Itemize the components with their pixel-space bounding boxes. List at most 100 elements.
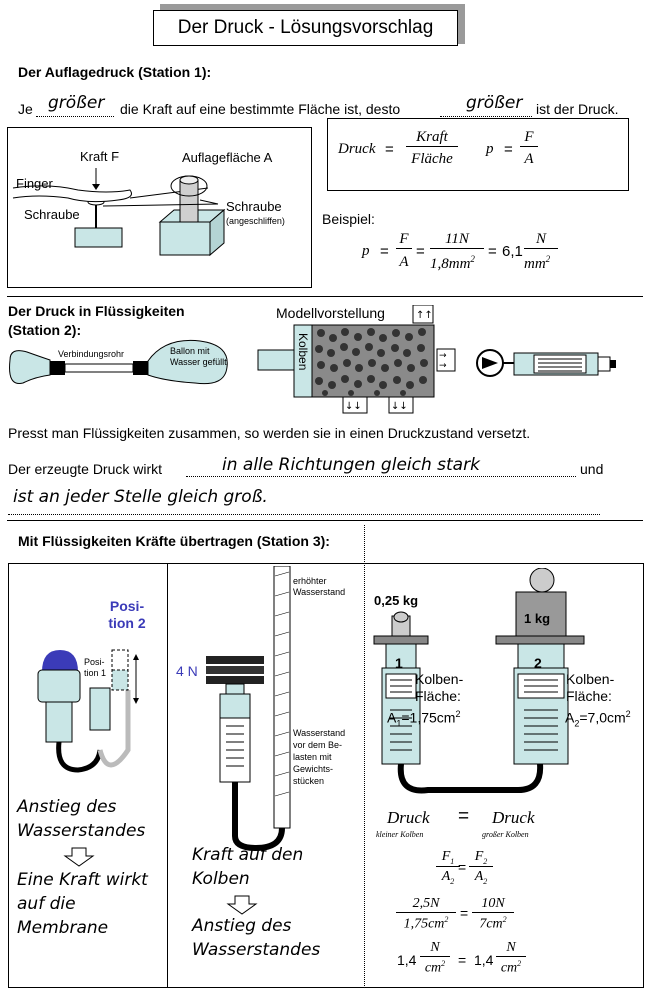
station1-diagram: Kraft F Finger Schraube Auflagefläche A … xyxy=(7,127,312,288)
text-kraft-kolben: Kraft auf den Kolben xyxy=(192,845,304,889)
page-title: Der Druck - Lösungsvorschlag xyxy=(153,10,458,46)
svg-text:→: → xyxy=(439,351,447,361)
s1-je: Je xyxy=(18,101,33,117)
svg-text:↑↑: ↑↑ xyxy=(416,310,433,321)
station2-heading-2: (Station 2): xyxy=(8,322,82,338)
eq-druck-1: Druck xyxy=(387,808,430,827)
screw-illustration xyxy=(12,168,226,257)
blank-line xyxy=(36,116,114,117)
label-ballon: Ballon mit Wasser gefüllt xyxy=(170,346,227,367)
syringe-illustration xyxy=(476,349,616,377)
label-1kg: 1 kg xyxy=(524,611,551,626)
station3-box xyxy=(8,563,644,988)
svg-text:→: → xyxy=(439,361,447,371)
column-divider xyxy=(167,563,168,988)
eq-r1d: 1,75cm2 xyxy=(403,915,449,932)
blank-line xyxy=(8,514,600,515)
label-schraube: Schraube xyxy=(24,207,80,222)
eq-equals-3: = xyxy=(460,905,469,921)
hydraulic-press-illustration xyxy=(373,568,585,794)
ex-num: 11N xyxy=(430,231,484,249)
divider xyxy=(7,296,643,297)
beispiel-label: Beispiel: xyxy=(322,211,375,227)
formula-F: F xyxy=(520,129,538,147)
eq-a2: A2 xyxy=(474,869,488,886)
label-kleiner-kolben: kleiner Kolben xyxy=(376,830,424,839)
formula-eq-2: = xyxy=(504,141,513,158)
formula-eq: = xyxy=(385,141,394,158)
label-auflageflaeche: Auflagefläche A xyxy=(182,150,273,165)
label-position-1: Posi- tion 1 xyxy=(84,657,107,678)
station1-heading: Der Auflagedruck (Station 1): xyxy=(18,64,212,80)
s2-line2a: Der erzeugte Druck wirkt xyxy=(8,461,163,477)
eq-res2-n: N xyxy=(496,940,526,957)
ex-den: 1,8mm2 xyxy=(430,254,475,272)
formula-p: p xyxy=(486,141,494,157)
label-wasserstand-vor: Wasserstand vor dem Be- lasten mit Gewic… xyxy=(293,728,346,786)
divider xyxy=(7,520,643,521)
eq-res1: 1,4 xyxy=(397,952,417,968)
ex-p: p xyxy=(362,243,370,259)
label-piston-1: 1 xyxy=(395,655,403,671)
membrane-illustration xyxy=(37,649,139,773)
label-a2-value: A2=7,0cm2 xyxy=(565,709,631,729)
label-modellvorstellung: Modellvorstellung xyxy=(276,305,385,321)
formula-flaeche: Fläche xyxy=(411,151,453,167)
text-anstieg-2: Anstieg des Wasserstandes xyxy=(192,916,321,960)
eq-r2d: 7cm2 xyxy=(479,915,507,932)
label-kolben-vertical: Kolben xyxy=(296,333,310,371)
answer-groesser-2: größer xyxy=(466,93,523,113)
text-kraft-membrane: Eine Kraft wirkt auf die Membrane xyxy=(17,870,148,938)
s1-mid-text: die Kraft auf eine bestimmte Fläche ist,… xyxy=(120,101,401,117)
ex-mm: mm2 xyxy=(524,254,551,272)
blank-line xyxy=(440,116,532,117)
label-verbindungsrohr: Verbindungsrohr xyxy=(58,349,125,359)
eq-a1: A2 xyxy=(441,869,455,886)
column-divider-dotted xyxy=(364,525,365,988)
label-kolbenflaeche-2: Kolben- Fläche: xyxy=(566,671,615,704)
piston-model-illustration: ↑↑ → → ↓↓ ↓↓ xyxy=(257,305,456,414)
ex-F: F xyxy=(396,231,412,249)
blank-line xyxy=(186,476,576,477)
label-025kg: 0,25 kg xyxy=(374,593,419,608)
eq-druck-2: Druck xyxy=(492,808,535,827)
ex-N: N xyxy=(524,231,558,249)
label-schraube-2: Schraube xyxy=(226,199,282,214)
answer-richtungen: in alle Richtungen gleich stark xyxy=(222,455,480,475)
eq-res1-cm: cm2 xyxy=(424,959,446,976)
s1-end-text: ist der Druck. xyxy=(536,101,619,117)
eq-r1n: 2,5N xyxy=(396,896,456,913)
label-kraft: Kraft F xyxy=(80,149,120,164)
eq-equals-4: = xyxy=(458,952,467,968)
formula-box: Druck = Kraft Fläche p = F A xyxy=(327,118,629,191)
label-grosser-kolben: großer Kolben xyxy=(482,830,529,839)
formula-kraft: Kraft xyxy=(406,129,458,147)
svg-text:↓↓: ↓↓ xyxy=(391,401,408,412)
station3-heading: Mit Flüssigkeiten Kräfte übertragen (Sta… xyxy=(18,533,330,549)
label-a1-value: A1=1,75cm2 xyxy=(387,709,461,729)
eq-f2: F2 xyxy=(469,849,493,867)
text-anstieg-1: Anstieg des Wasserstandes xyxy=(17,797,146,841)
s2-line1: Presst man Flüssigkeiten zusammen, so we… xyxy=(8,425,531,441)
ex-result: 6,1 xyxy=(502,243,523,260)
label-erhoehter-wasserstand: erhöhter Wasserstand xyxy=(293,576,346,597)
down-arrow-icon xyxy=(63,847,95,867)
label-position-2: Posi- tion 2 xyxy=(108,598,146,631)
label-finger: Finger xyxy=(16,176,53,191)
s2-und: und xyxy=(580,461,604,477)
eq-res1-n: N xyxy=(420,940,450,957)
eq-r2n: 10N xyxy=(472,896,514,913)
answer-groesser-1: größer xyxy=(48,93,105,113)
ex-eq3: = xyxy=(488,243,497,260)
formula-druck: Druck xyxy=(338,141,376,157)
column-tube-illustration xyxy=(206,566,291,852)
eq-equals-2: = xyxy=(458,859,467,875)
ex-eq2: = xyxy=(416,243,425,260)
ex-A: A xyxy=(399,254,409,270)
station2-heading-1: Der Druck in Flüssigkeiten xyxy=(8,303,185,319)
balloon-illustration xyxy=(9,339,228,385)
down-arrow-icon xyxy=(226,895,258,915)
ex-eq1: = xyxy=(380,243,389,260)
label-angeschliffen: (angeschliffen) xyxy=(226,216,285,226)
eq-f1: F1 xyxy=(436,849,460,867)
